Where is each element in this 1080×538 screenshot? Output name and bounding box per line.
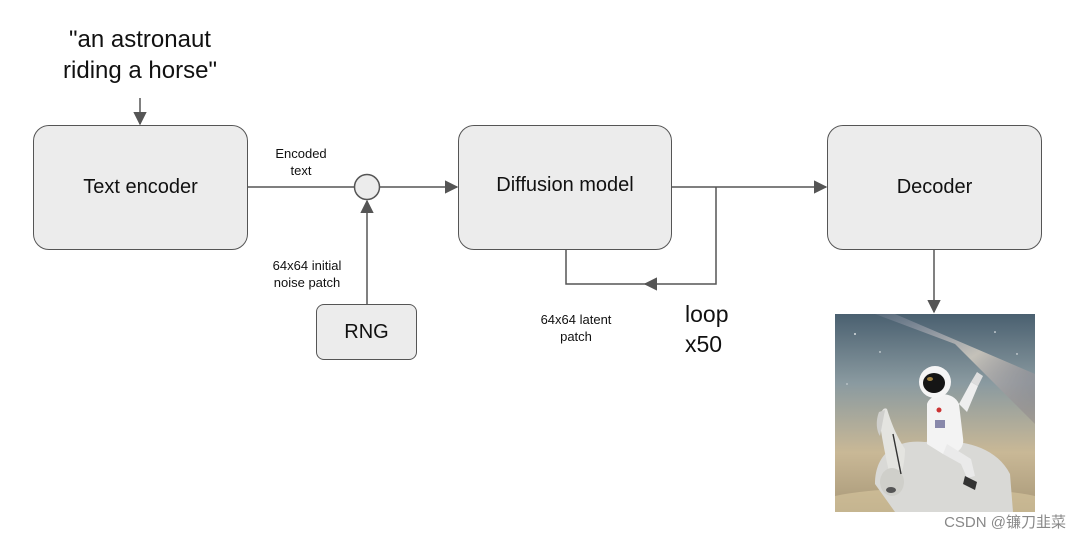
loop-label: loop x50 xyxy=(685,301,729,357)
decoder-box: Decoder xyxy=(827,125,1042,250)
prompt-line-1: "an astronaut xyxy=(69,26,211,53)
latent-patch-label: 64x64 latent patch xyxy=(540,312,612,344)
text-encoder-box: Text encoder xyxy=(33,125,248,250)
combiner-node xyxy=(353,173,381,201)
astronaut-horse-illustration xyxy=(835,314,1035,512)
prompt-text: "an astronaut riding a horse" xyxy=(40,24,240,86)
diffusion-model-box: Diffusion model xyxy=(458,125,672,250)
text-encoder-label: Text encoder xyxy=(83,176,198,198)
encoded-text-label: Encoded text xyxy=(275,146,327,178)
decoder-label: Decoder xyxy=(896,176,973,198)
watermark: CSDN @镰刀韭菜 xyxy=(944,514,1066,531)
diffusion-model-label: Diffusion model xyxy=(496,174,634,196)
rng-box: RNG xyxy=(316,304,417,360)
loop-path-right xyxy=(643,187,717,291)
loop-path-left xyxy=(565,250,648,285)
noise-patch-label: 64x64 initial noise patch xyxy=(272,258,342,290)
output-image xyxy=(835,314,1035,512)
rng-label: RNG xyxy=(344,320,389,343)
prompt-line-2: riding a horse" xyxy=(63,57,217,84)
